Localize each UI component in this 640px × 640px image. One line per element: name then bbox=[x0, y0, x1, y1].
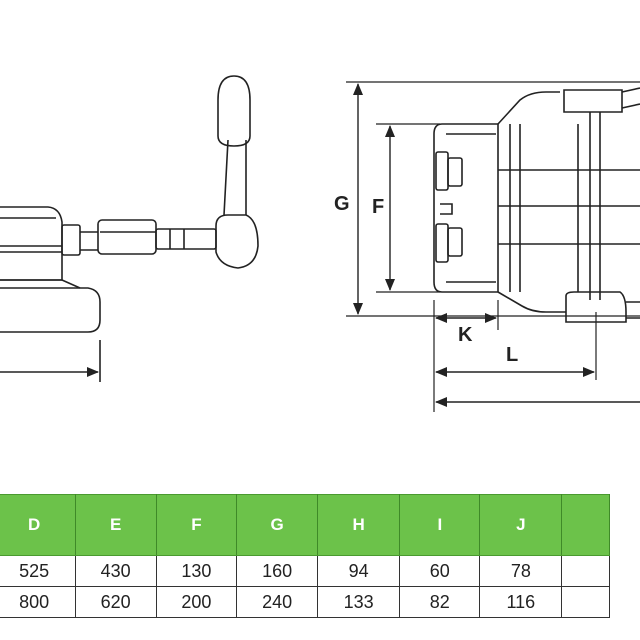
label-K: K bbox=[458, 324, 473, 346]
label-G: G bbox=[334, 193, 350, 215]
body-top-edge bbox=[497, 91, 560, 125]
table-cell: 200 bbox=[155, 586, 238, 618]
table-header: F bbox=[155, 494, 238, 556]
table-cell: 160 bbox=[236, 555, 318, 587]
table-cell: 133 bbox=[316, 586, 401, 618]
table-header: J bbox=[479, 494, 563, 556]
label-L: L bbox=[506, 344, 518, 366]
table-row: 525 430 130 160 94 60 78 bbox=[0, 555, 610, 587]
front-jaw bbox=[433, 123, 499, 293]
jaw-plate-bottom bbox=[435, 223, 449, 263]
table-cell: 130 bbox=[155, 555, 238, 587]
technical-drawing: G F K L bbox=[0, 75, 640, 412]
clamp-block-top bbox=[563, 89, 623, 113]
handle-sleeve bbox=[97, 219, 157, 255]
table-header: H bbox=[316, 494, 401, 556]
crank-shaft bbox=[155, 228, 217, 250]
table-cell: 60 bbox=[399, 555, 481, 587]
side-view bbox=[0, 75, 259, 382]
table-cell: 116 bbox=[479, 586, 563, 618]
screw-collar bbox=[61, 224, 81, 256]
table-header bbox=[561, 494, 610, 556]
table-row: 800 620 200 240 133 82 116 bbox=[0, 586, 610, 618]
table-cell: 94 bbox=[316, 555, 401, 587]
table-cell: 525 bbox=[0, 555, 76, 587]
jaw-plate-top bbox=[435, 151, 449, 191]
table-cell bbox=[561, 555, 610, 587]
table-header-row: D E F G H I J bbox=[0, 494, 610, 556]
crank-grip bbox=[217, 75, 251, 147]
table-header: E bbox=[74, 494, 157, 556]
table-header: G bbox=[236, 494, 318, 556]
table-cell bbox=[561, 586, 610, 618]
table-header: I bbox=[399, 494, 481, 556]
table-cell: 82 bbox=[399, 586, 481, 618]
table-cell: 240 bbox=[236, 586, 318, 618]
label-F: F bbox=[372, 196, 384, 218]
table-cell: 800 bbox=[0, 586, 76, 618]
table-cell: 78 bbox=[479, 555, 563, 587]
crank-hub bbox=[215, 214, 259, 269]
crank-arm bbox=[223, 139, 247, 216]
spec-table: D E F G H I J 525 430 130 160 94 60 78 8… bbox=[0, 494, 610, 618]
vise-base bbox=[0, 287, 101, 333]
table-header: D bbox=[0, 494, 76, 556]
body-bottom-edge bbox=[497, 291, 566, 313]
clamp-block-bottom bbox=[565, 291, 627, 323]
table-cell: 620 bbox=[74, 586, 157, 618]
table-cell: 430 bbox=[74, 555, 157, 587]
vise-upper-body bbox=[0, 206, 63, 281]
